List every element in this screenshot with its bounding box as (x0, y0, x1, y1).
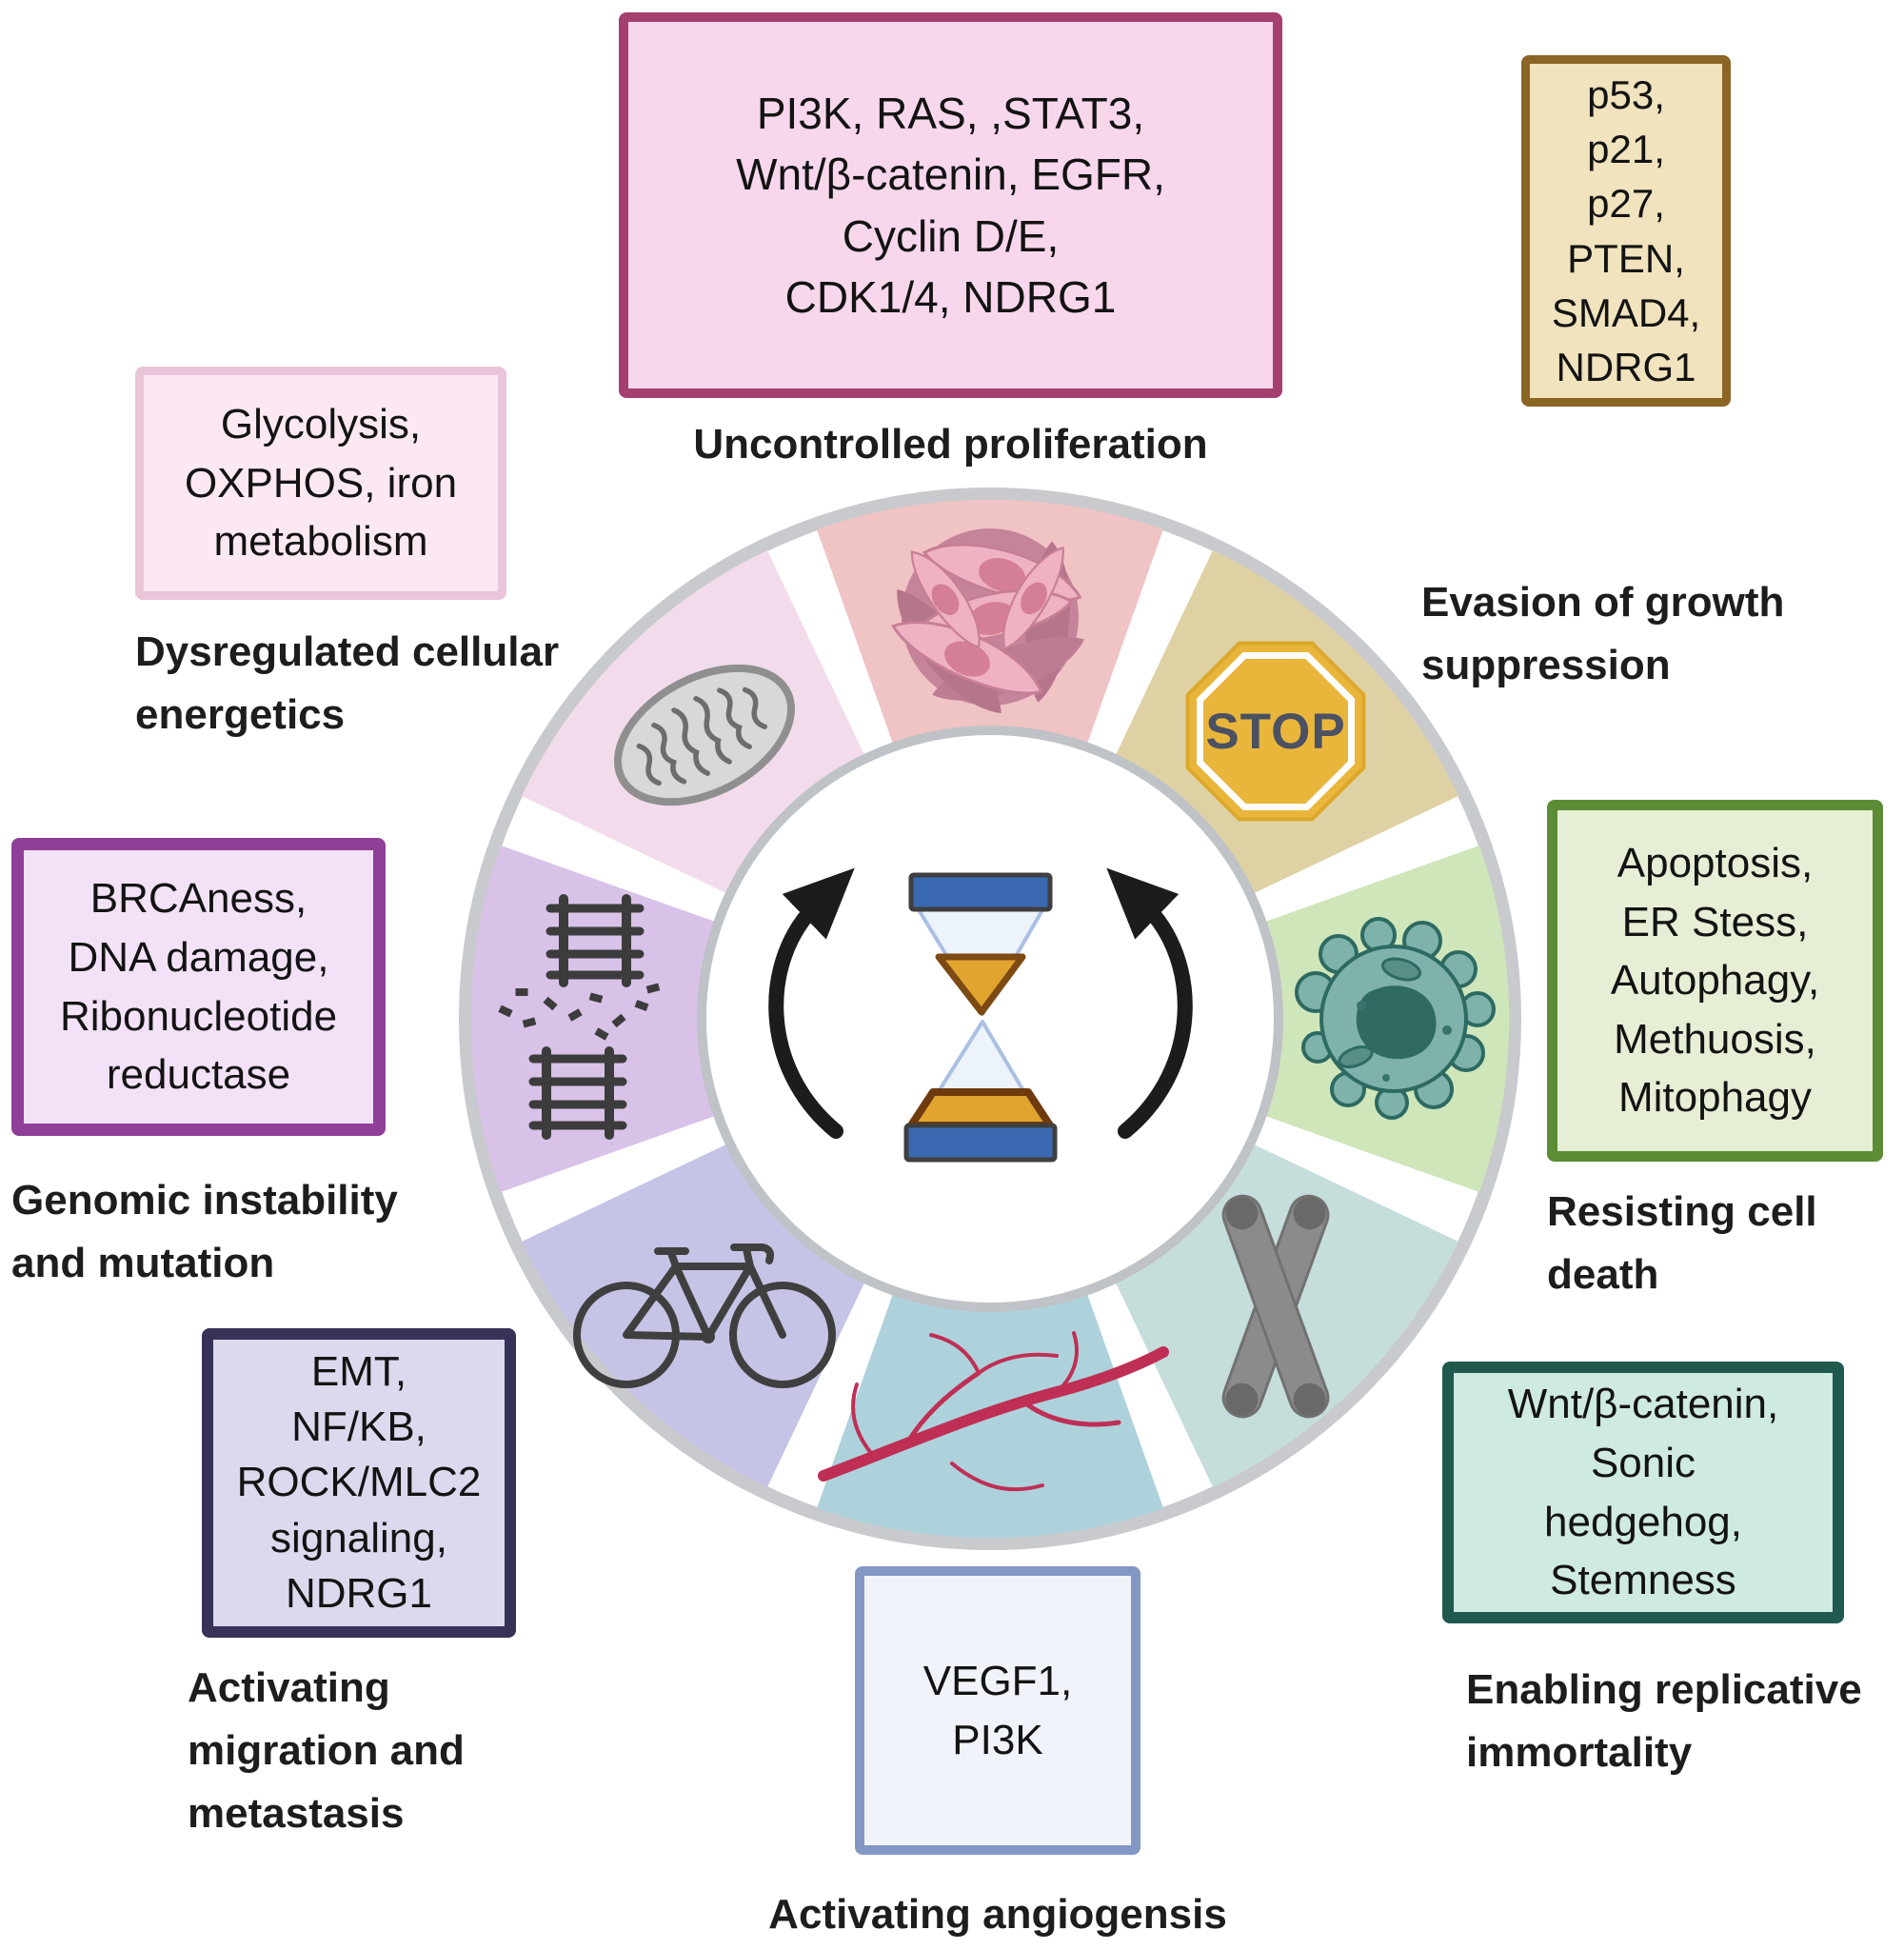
apoptotic-cell-icon (1295, 917, 1496, 1120)
box-uncontrolled-proliferation: PI3K, RAS, ,STAT3, Wnt/β-catenin, EGFR, … (619, 12, 1282, 398)
caption-resisting-cell-death: Resisting cell death (1547, 1188, 1817, 1298)
box-uncontrolled-proliferation-text: PI3K, RAS, ,STAT3, Wnt/β-catenin, EGFR, … (736, 88, 1165, 322)
caption-uncontrolled-proliferation: Uncontrolled proliferation (693, 421, 1208, 468)
box-dysregulated-cellular-energetics: Glycolysis, OXPHOS, iron metabolism (135, 367, 506, 600)
caption-genomic-instability-mutation: Genomic instability and mutation (11, 1177, 398, 1286)
box-enabling-replicative-immortality-text: Wnt/β-catenin, Sonic hedgehog, Stemness (1507, 1381, 1779, 1604)
bicycle-icon (573, 1244, 836, 1388)
mitochondria-icon (614, 664, 795, 806)
box-evasion-of-growth-suppression: p53, p21, p27, PTEN, SMAD4, NDRG1 (1521, 55, 1731, 407)
box-activating-migration-metastasis: EMT, NF/KB, ROCK/MLC2 signaling, NDRG1 (202, 1328, 516, 1638)
stop-sign-icon: STOP (1185, 641, 1366, 822)
caption-activating-migration-metastasis: Activating migration and metastasis (188, 1664, 465, 1837)
box-genomic-instability-mutation-text: BRCAness, DNA damage, Ribonucleotide red… (59, 875, 338, 1099)
blood-vessels-icon (818, 1331, 1169, 1492)
chromosome-icon (1221, 1194, 1330, 1419)
box-evasion-of-growth-suppression-text: p53, p21, p27, PTEN, SMAD4, NDRG1 (1551, 72, 1701, 389)
wheel-segment-genomic-instability (470, 846, 718, 1192)
wheel-segment-migration (522, 1143, 866, 1487)
stop-sign-label: STOP (1205, 704, 1345, 760)
broken-dna-icon (498, 894, 661, 1140)
wheel-outer-ring (459, 488, 1521, 1550)
box-enabling-replicative-immortality: Wnt/β-catenin, Sonic hedgehog, Stemness (1442, 1362, 1844, 1623)
caption-evasion-of-growth-suppression: Evasion of growth suppression (1421, 579, 1785, 688)
box-genomic-instability-mutation: BRCAness, DNA damage, Ribonucleotide red… (11, 838, 386, 1136)
hourglass-icon (903, 872, 1058, 1163)
box-resisting-cell-death: Apoptosis, ER Stess, Autophagy, Methuosi… (1547, 800, 1883, 1162)
caption-activating-angiogenesis: Activating angiogensis (768, 1891, 1227, 1938)
box-activating-angiogenesis-text: VEGF1, PI3K (922, 1657, 1073, 1763)
box-resisting-cell-death-text: Apoptosis, ER Stess, Autophagy, Methuosi… (1610, 840, 1820, 1122)
box-activating-migration-metastasis-text: EMT, NF/KB, ROCK/MLC2 signaling, NDRG1 (236, 1348, 482, 1617)
caption-dysregulated-cellular-energetics: Dysregulated cellular energetics (135, 628, 560, 738)
box-activating-angiogenesis: VEGF1, PI3K (855, 1566, 1140, 1855)
caption-enabling-replicative-immortality: Enabling replicative immortality (1466, 1666, 1862, 1776)
dna-fragments (498, 983, 661, 1041)
cells-cluster-icon (878, 527, 1093, 729)
box-dysregulated-cellular-energetics-text: Glycolysis, OXPHOS, iron metabolism (184, 401, 458, 566)
cycle-arrow-left-icon (768, 867, 855, 1139)
cycle-arrow-right-icon (1106, 867, 1193, 1139)
